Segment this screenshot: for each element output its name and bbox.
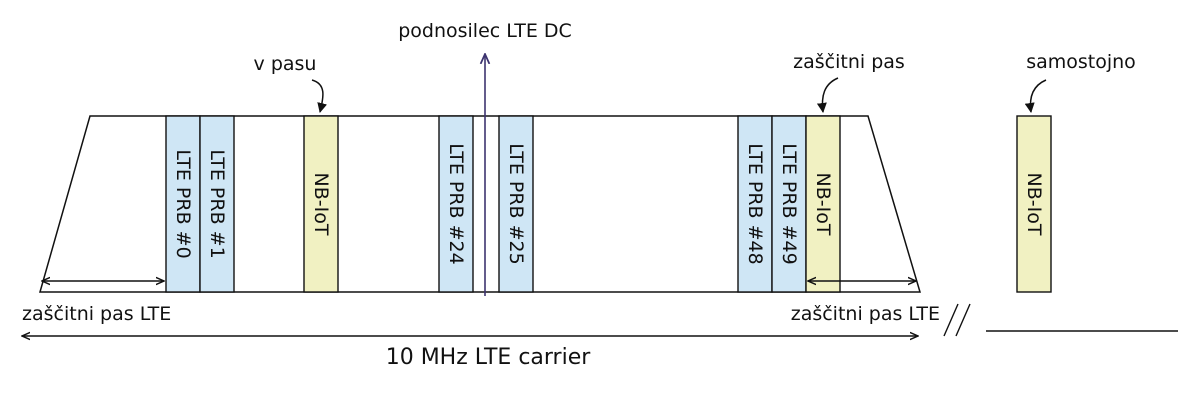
nbiot-guardband-block: NB-IoT: [805, 115, 841, 293]
carrier-bandwidth-label: 10 MHz LTE carrier: [386, 345, 592, 370]
lte-prb-24-label: LTE PRB #24: [445, 143, 467, 264]
in-band-pointer-arrow: [311, 79, 328, 113]
nbiot-inband-block: NB-IoT: [303, 115, 339, 293]
nbiot-standalone-block: NB-IoT: [1016, 115, 1052, 293]
lte-carrier-outline: [39, 115, 922, 293]
left-lte-guard-band-label: zaščitni pas LTE: [22, 303, 171, 325]
lte-prb-0-label: LTE PRB #0: [172, 149, 194, 258]
nbiot-guardband-label: NB-IoT: [812, 173, 834, 236]
nbiot-inband-label: NB-IoT: [310, 173, 332, 236]
right-lte-guard-band-label: zaščitni pas LTE: [791, 303, 940, 325]
axis-break-slash-2: [955, 303, 971, 337]
lte-prb-49-label: LTE PRB #49: [778, 143, 800, 264]
lte-prb-0-block: LTE PRB #0: [165, 115, 201, 293]
lte-prb-25-label: LTE PRB #25: [505, 143, 527, 264]
axis-break-slash-1: [943, 303, 959, 337]
guard-band-label: zaščitni pas: [793, 51, 905, 73]
dc-subcarrier-label: podnosilec LTE DC: [398, 20, 572, 42]
lte-prb-49-block: LTE PRB #49: [771, 115, 807, 293]
lte-prb-24-block: LTE PRB #24: [438, 115, 474, 293]
standalone-pointer-arrow: [1024, 79, 1047, 113]
lte-prb-25-block: LTE PRB #25: [498, 115, 534, 293]
nbiot-standalone-label: NB-IoT: [1023, 173, 1045, 236]
lte-prb-1-block: LTE PRB #1: [199, 115, 235, 293]
lte-prb-48-block: LTE PRB #48: [737, 115, 773, 293]
lte-prb-1-label: LTE PRB #1: [206, 149, 228, 258]
in-band-label: v pasu: [254, 53, 317, 75]
guard-band-pointer-arrow: [816, 77, 839, 113]
standalone-label: samostojno: [1026, 51, 1136, 73]
lte-prb-48-label: LTE PRB #48: [744, 143, 766, 264]
